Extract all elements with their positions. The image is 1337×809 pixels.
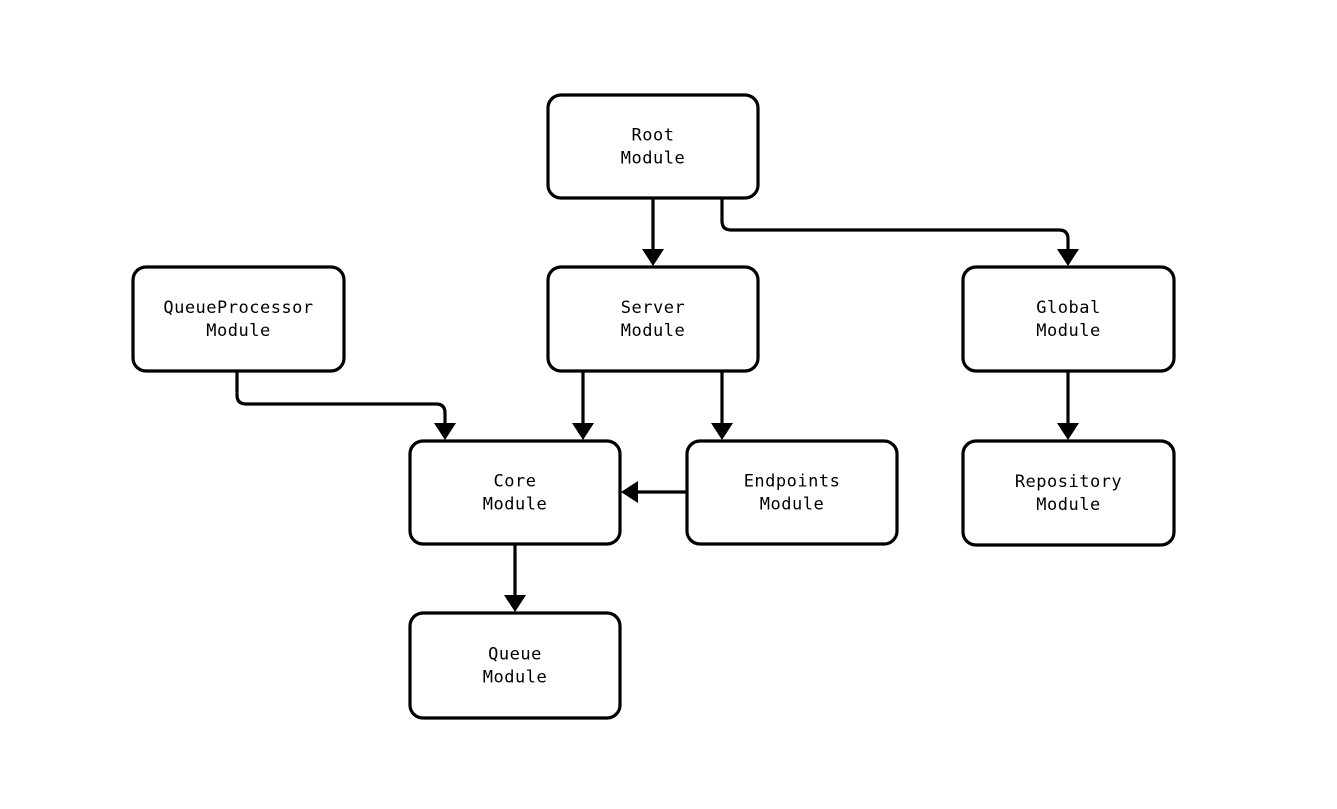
node-label-line2: Module: [621, 149, 685, 169]
node-label-line1: Core: [494, 472, 537, 492]
node-label-line2: Module: [1036, 495, 1100, 515]
node-box[interactable]: [961, 265, 1176, 373]
edge-line: [235, 371, 447, 429]
node-box[interactable]: [961, 439, 1176, 547]
node-label-line2: Module: [483, 668, 547, 688]
node-box[interactable]: [546, 93, 760, 200]
edges-layer: [235, 198, 1079, 612]
edge-line: [720, 198, 1070, 255]
nodes-layer: RootModuleQueueProcessorModuleServerModu…: [131, 93, 1176, 720]
edge-global-to-repository: [1057, 371, 1079, 440]
node-label-line1: Root: [632, 126, 675, 146]
edge-server-to-endpoints: [711, 371, 733, 440]
node-label-line2: Module: [760, 495, 824, 515]
node-label-line1: Repository: [1015, 472, 1122, 492]
node-label-line2: Module: [621, 321, 685, 341]
arrow-head-icon: [1057, 423, 1079, 440]
edge-core-to-queue: [504, 544, 526, 612]
node-label-line1: QueueProcessor: [163, 298, 313, 318]
edge-endpoints-to-core: [621, 481, 687, 503]
node-label-line1: Queue: [488, 645, 542, 665]
arrow-head-icon: [434, 423, 456, 440]
arrow-head-icon: [621, 481, 638, 503]
arrow-head-icon: [572, 423, 594, 440]
node-label-line2: Module: [206, 321, 270, 341]
node-box[interactable]: [546, 265, 760, 373]
edge-server-to-core: [572, 371, 594, 440]
node-label-line1: Global: [1036, 298, 1100, 318]
node-label-line1: Server: [621, 298, 685, 318]
node-box[interactable]: [131, 265, 346, 373]
arrow-head-icon: [711, 423, 733, 440]
node-box[interactable]: [408, 611, 622, 720]
arrow-head-icon: [642, 249, 664, 266]
edge-root-to-server: [642, 198, 664, 266]
node-label-line2: Module: [1036, 321, 1100, 341]
node-label-line2: Module: [483, 495, 547, 515]
edge-queueprocessor-to-core: [235, 371, 456, 440]
node-box[interactable]: [408, 439, 622, 546]
node-box[interactable]: [685, 439, 899, 546]
edge-root-to-global: [720, 198, 1079, 266]
arrow-head-icon: [1057, 249, 1079, 266]
node-label-line1: Endpoints: [744, 472, 841, 492]
arrow-head-icon: [504, 595, 526, 612]
